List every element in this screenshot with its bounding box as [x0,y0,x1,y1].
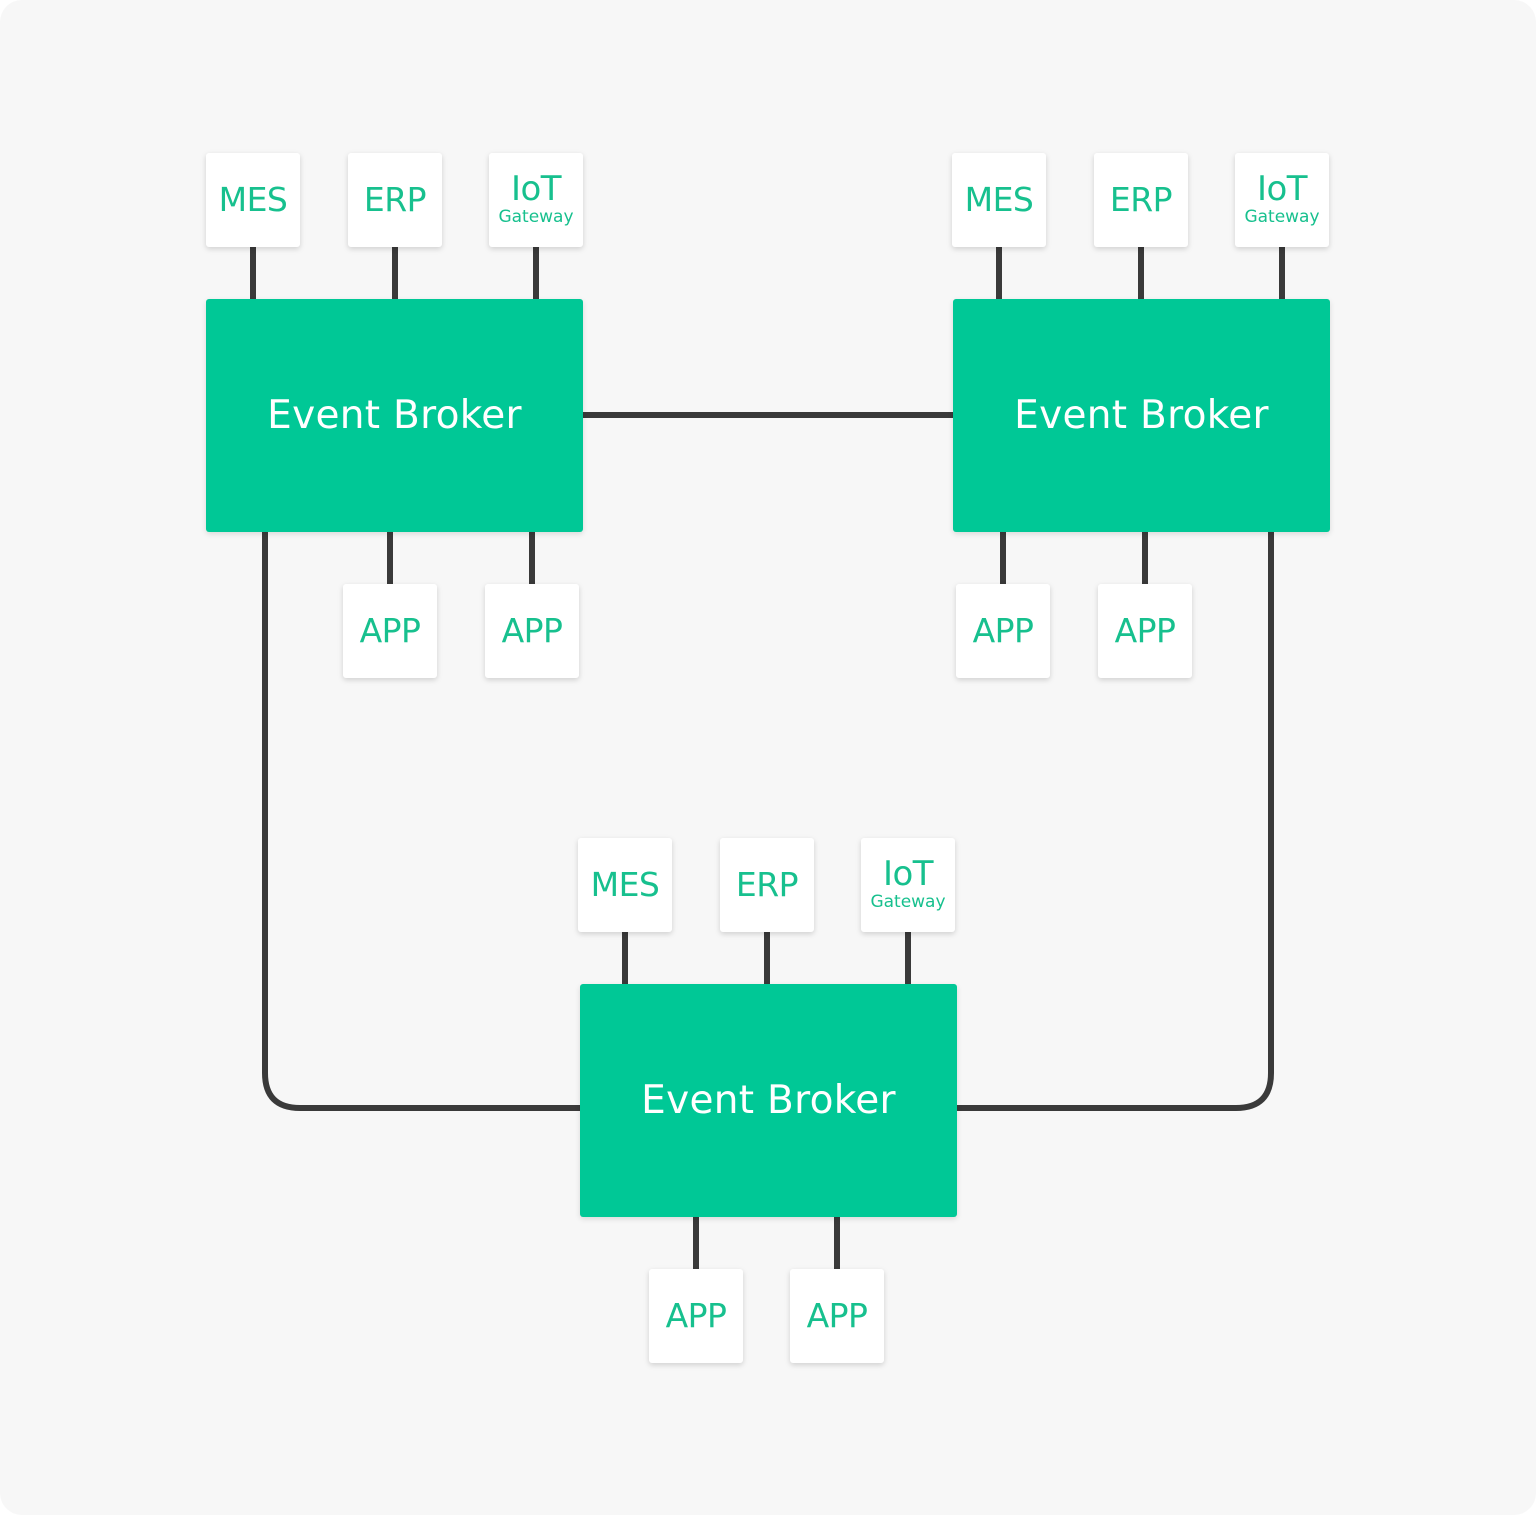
app-node[interactable]: APP [649,1269,743,1363]
mes-node[interactable]: MES [578,838,672,932]
node-sublabel: Gateway [870,892,946,912]
node-label: ERP [1109,180,1173,219]
app-node[interactable]: APP [790,1269,884,1363]
node-sublabel: Gateway [1244,207,1320,227]
app-node[interactable]: APP [956,584,1050,678]
broker-label: Event Broker [267,393,522,438]
node-sublabel: Gateway [498,207,574,227]
event-broker[interactable]: Event Broker [206,299,583,532]
erp-node[interactable]: ERP [1094,153,1188,247]
node-label: APP [972,611,1034,650]
app-node[interactable]: APP [343,584,437,678]
erp-node[interactable]: ERP [720,838,814,932]
broker-label: Event Broker [641,1078,896,1123]
link-broker-1-broker-2 [956,531,1274,1111]
iot-gateway-node[interactable]: IoT Gateway [1235,153,1329,247]
node-label: IoT [882,854,934,894]
link-broker-0-broker-2 [262,531,581,1111]
mes-node[interactable]: MES [952,153,1046,247]
node-label: APP [806,1296,868,1335]
node-label: ERP [363,180,427,219]
node-label: ERP [735,865,799,904]
iot-gateway-node[interactable]: IoT Gateway [861,838,955,932]
iot-gateway-node[interactable]: IoT Gateway [489,153,583,247]
event-broker[interactable]: Event Broker [953,299,1330,532]
event-broker[interactable]: Event Broker [580,984,957,1217]
node-label: APP [359,611,421,650]
mes-node[interactable]: MES [206,153,300,247]
node-label: MES [218,180,288,219]
node-label: IoT [510,169,562,209]
node-label: MES [590,865,660,904]
node-label: IoT [1256,169,1308,209]
node-label: MES [964,180,1034,219]
app-node[interactable]: APP [485,584,579,678]
node-label: APP [501,611,563,650]
node-label: APP [665,1296,727,1335]
erp-node[interactable]: ERP [348,153,442,247]
node-label: APP [1114,611,1176,650]
app-node[interactable]: APP [1098,584,1192,678]
broker-label: Event Broker [1014,393,1269,438]
